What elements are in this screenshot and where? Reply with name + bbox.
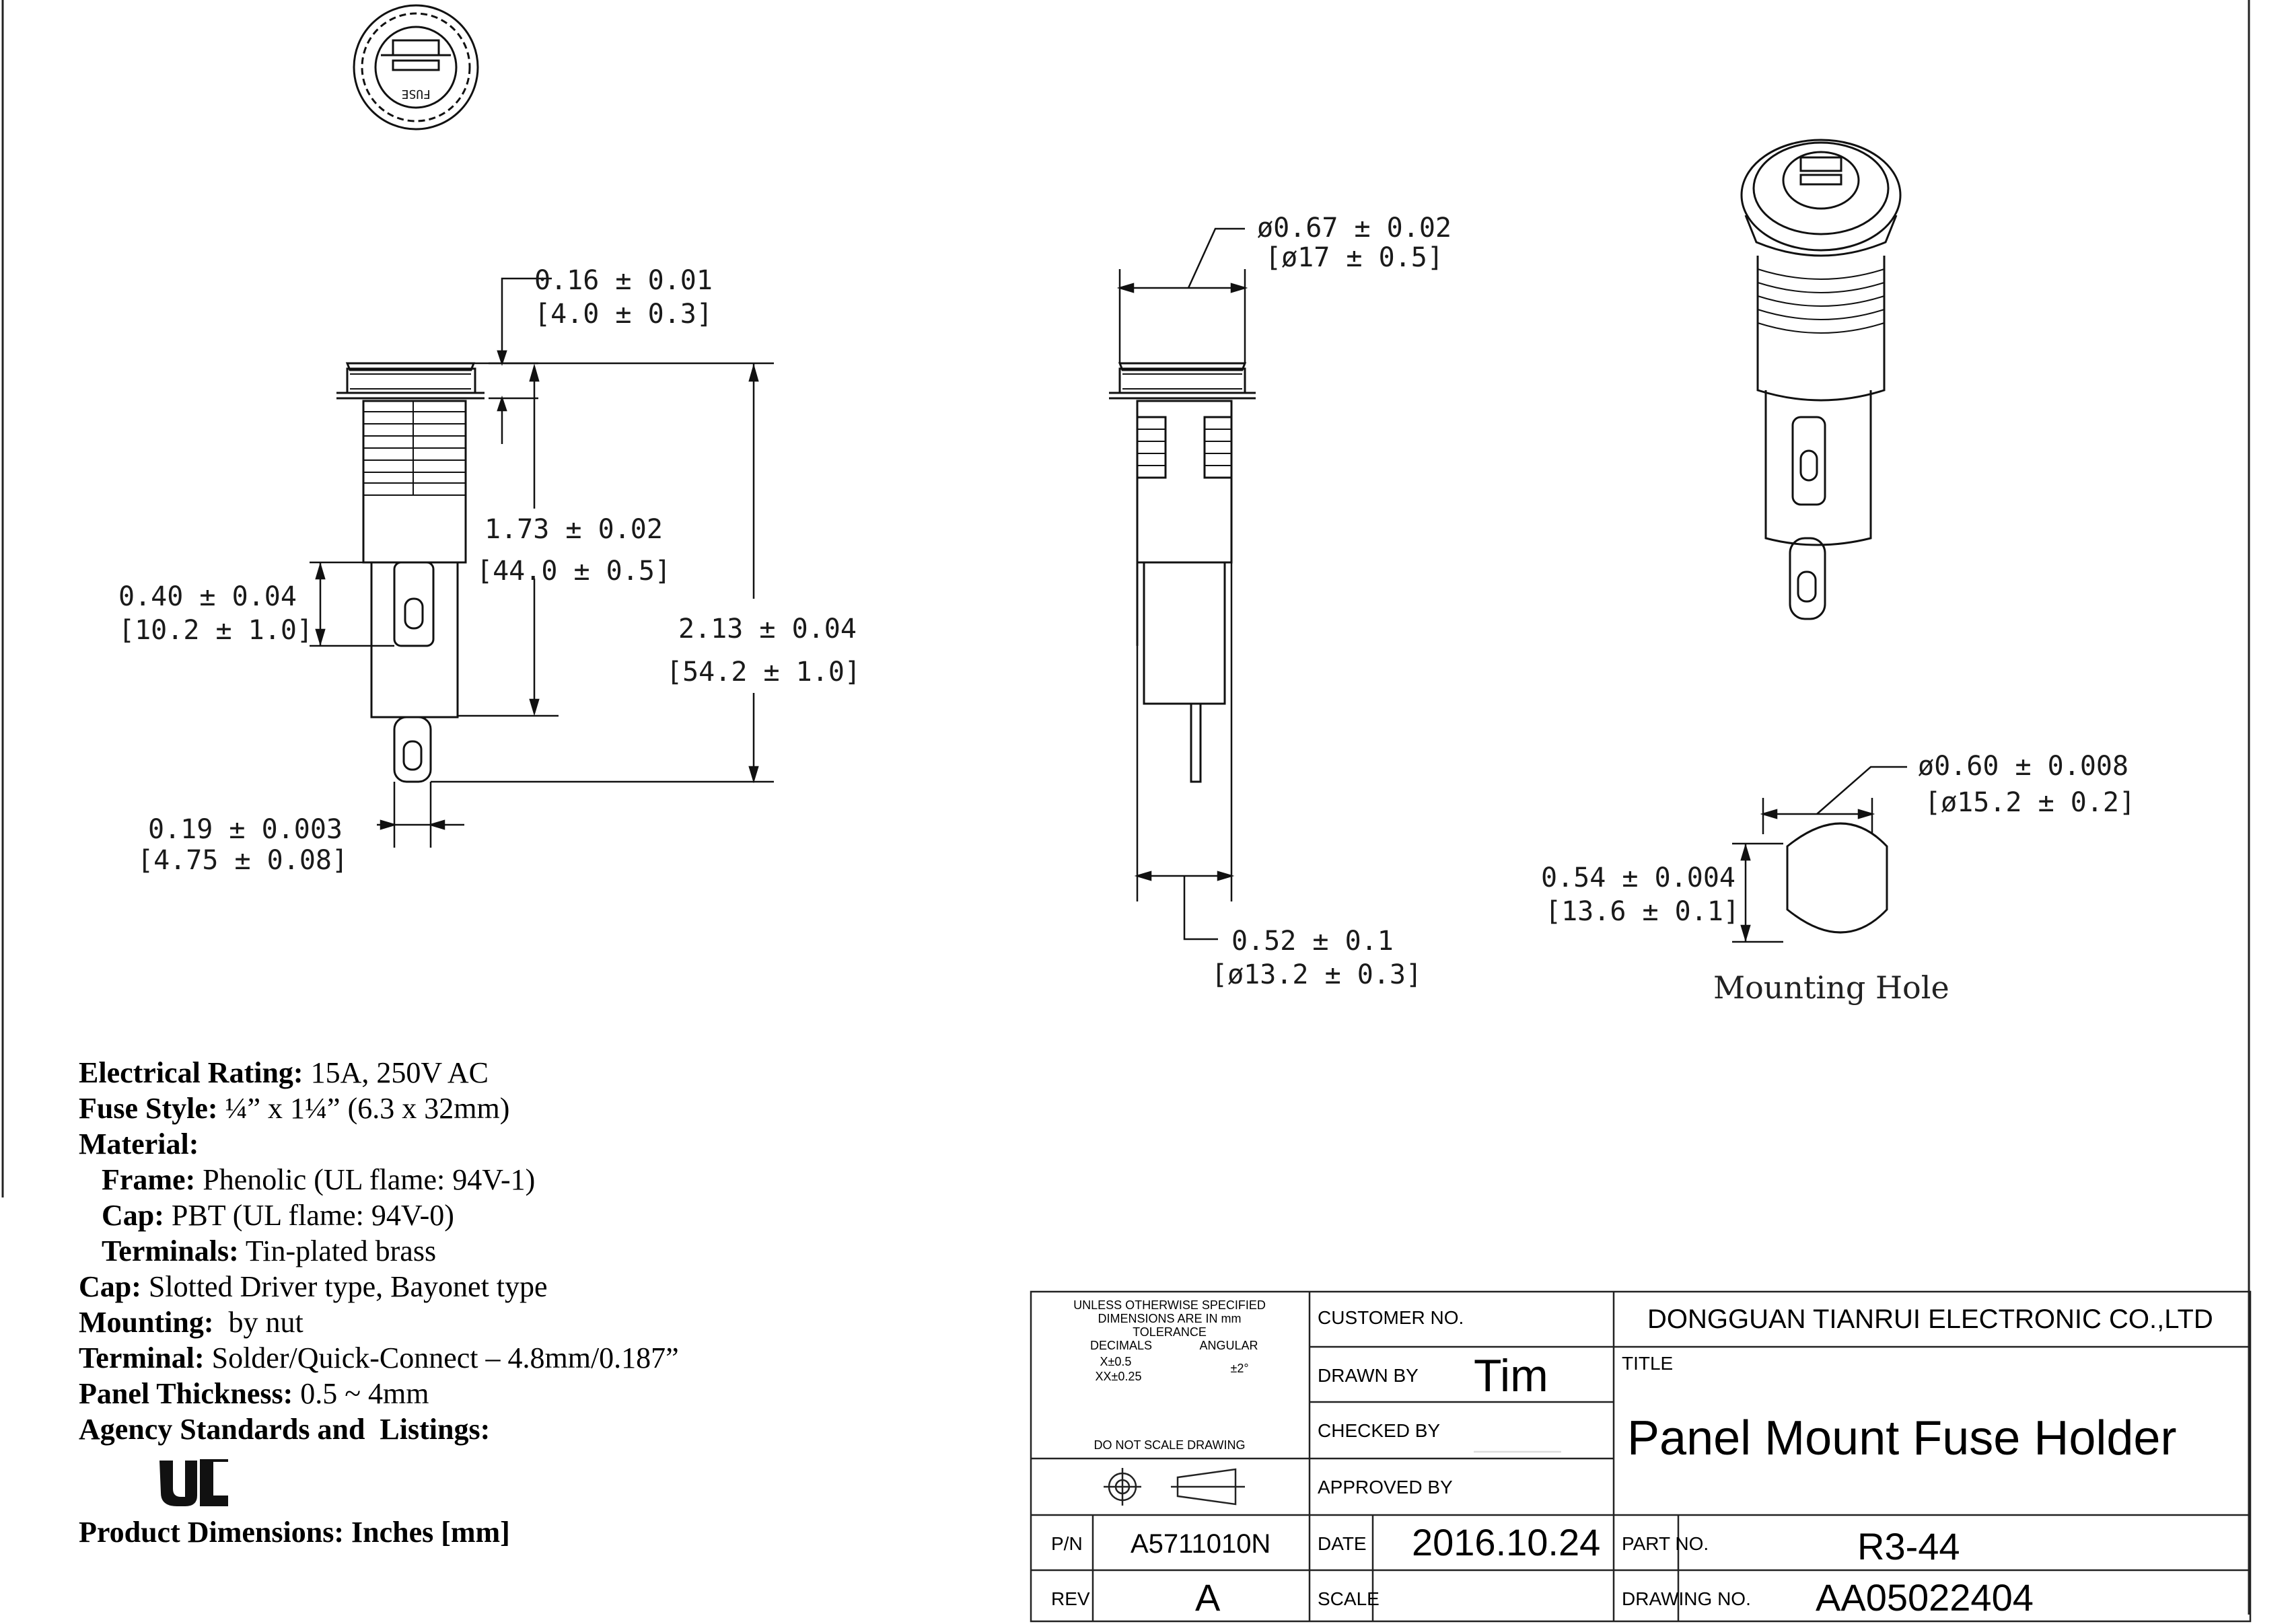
pn-value: A5711010N <box>1131 1529 1270 1559</box>
cap-fuse-label: FUSE <box>402 87 431 101</box>
spec-label: Mounting: <box>79 1306 214 1339</box>
spec-value: ¼” x 1¼” (6.3 x 32mm) <box>217 1092 510 1125</box>
dim-body-length-mm: [44.0 ± 0.5] <box>476 556 671 587</box>
spec-label: Cap: <box>79 1270 141 1303</box>
spec-frame: Frame: Phenolic (UL flame: 94V-1) <box>79 1162 679 1197</box>
product-dimensions-note: Product Dimensions: Inches [mm] <box>79 1514 679 1550</box>
decimals-label: DECIMALS <box>1090 1339 1152 1352</box>
spec-cap-type: Cap: Slotted Driver type, Bayonet type <box>79 1269 679 1304</box>
drawing-no-value: AA05022404 <box>1816 1576 2034 1619</box>
spec-mounting: Mounting: by nut <box>79 1304 679 1340</box>
company-name: DONGGUAN TIANRUI ELECTRONIC CO.,LTD <box>1647 1304 2213 1334</box>
date-label: DATE <box>1318 1533 1367 1554</box>
spec-cap-material: Cap: PBT (UL flame: 94V-0) <box>79 1197 679 1233</box>
angular-label: ANGULAR <box>1199 1339 1258 1352</box>
ul-recognized-logo <box>159 1459 228 1506</box>
spec-agency-standards: Agency Standards and Listings: <box>79 1411 679 1447</box>
scale-label: SCALE <box>1318 1588 1380 1609</box>
dim-body-width-mm: [ø13.2 ± 0.3] <box>1211 959 1422 990</box>
spec-label: Fuse Style: <box>79 1092 218 1125</box>
dim-overall-length-in: 2.13 ± 0.04 <box>678 614 857 644</box>
spec-value: PBT (UL flame: 94V-0) <box>164 1199 454 1232</box>
specifications: Electrical Rating: 15A, 250V AC Fuse Sty… <box>79 1055 679 1550</box>
dim-hole-diameter-mm: [ø15.2 ± 0.2] <box>1925 787 2135 818</box>
spec-label: Frame: <box>102 1163 196 1196</box>
spec-material: Material: <box>79 1126 679 1162</box>
spec-label: Agency Standards and Listings: <box>79 1413 491 1446</box>
tolerance-line-2: DIMENSIONS ARE IN mm <box>1098 1312 1241 1325</box>
rev-value: A <box>1195 1576 1221 1619</box>
customer-no-label: CUSTOMER NO. <box>1318 1307 1464 1328</box>
dim-terminal-offset-mm: [10.2 ± 1.0] <box>118 615 313 646</box>
front-view <box>336 362 485 783</box>
spec-label: Material: <box>79 1128 199 1160</box>
dim-body-width-in: 0.52 ± 0.1 <box>1231 926 1394 957</box>
title-value: Panel Mount Fuse Holder <box>1627 1411 2176 1465</box>
sheet-border <box>1 0 2250 1615</box>
tolerance-note: UNLESS OTHERWISE SPECIFIED DIMENSIONS AR… <box>1073 1298 1266 1452</box>
spec-fuse-style: Fuse Style: ¼” x 1¼” (6.3 x 32mm) <box>79 1091 679 1126</box>
spec-panel-thickness: Panel Thickness: 0.5 ~ 4mm <box>79 1376 679 1411</box>
title-block <box>1030 1290 2252 1623</box>
xx-tolerance: XX±0.25 <box>1096 1370 1142 1383</box>
title-block-fields: CUSTOMER NO. DRAWN BY Tim CHECKED BY APP… <box>1051 1304 2213 1619</box>
side-view <box>1109 362 1256 783</box>
spec-terminal: Terminal: Solder/Quick-Connect – 4.8mm/0… <box>79 1340 679 1376</box>
part-no-label: PART NO. <box>1622 1533 1709 1554</box>
product-dimensions-text: Product Dimensions: Inches [mm] <box>79 1516 510 1549</box>
tolerance-line-1: UNLESS OTHERWISE SPECIFIED <box>1073 1298 1266 1312</box>
side-view-dimensions <box>1116 227 1248 940</box>
spec-value: Tin-plated brass <box>238 1234 437 1267</box>
dim-cap-height-in: 0.16 ± 0.01 <box>534 265 713 296</box>
dim-body-length-in: 1.73 ± 0.02 <box>485 514 663 545</box>
date-value: 2016.10.24 <box>1412 1521 1600 1563</box>
spec-label: Cap: <box>102 1199 164 1232</box>
dim-hole-flat-mm: [13.6 ± 0.1] <box>1545 896 1740 927</box>
part-no-value: R3-44 <box>1857 1525 1960 1567</box>
spec-value: by nut <box>213 1306 303 1339</box>
checked-by-label: CHECKED BY <box>1318 1420 1440 1441</box>
cap-top-view: FUSE <box>353 4 479 131</box>
spec-label: Terminals: <box>102 1234 239 1267</box>
no-scale-note: DO NOT SCALE DRAWING <box>1094 1438 1245 1452</box>
spec-value: Slotted Driver type, Bayonet type <box>141 1270 548 1303</box>
drawn-by-value: Tim <box>1474 1350 1548 1401</box>
spec-label: Panel Thickness: <box>79 1377 293 1410</box>
spec-value: Phenolic (UL flame: 94V-1) <box>195 1163 536 1196</box>
tolerance-line-3: TOLERANCE <box>1133 1325 1207 1339</box>
dim-cap-diameter-mm: [ø17 ± 0.5] <box>1265 242 1443 273</box>
spec-value: Solder/Quick-Connect – 4.8mm/0.187” <box>204 1341 679 1374</box>
dim-hole-diameter-in: ø0.60 ± 0.008 <box>1918 751 2128 782</box>
spec-terminals-material: Terminals: Tin-plated brass <box>79 1233 679 1269</box>
spec-label: Terminal: <box>79 1341 205 1374</box>
mounting-hole-dimensions <box>1732 766 1907 943</box>
dim-hole-flat-in: 0.54 ± 0.004 <box>1541 862 1735 893</box>
title-label: TITLE <box>1622 1353 1673 1374</box>
rev-label: REV <box>1051 1588 1090 1609</box>
mounting-hole-view <box>1786 822 1888 934</box>
dim-terminal-width-mm: [4.75 ± 0.08] <box>137 845 348 876</box>
pn-label: P/N <box>1051 1533 1083 1554</box>
dim-overall-length-mm: [54.2 ± 1.0] <box>666 657 861 688</box>
angular-tolerance: ±2° <box>1230 1362 1248 1375</box>
drawing-no-label: DRAWING NO. <box>1622 1588 1751 1609</box>
spec-electrical-rating: Electrical Rating: 15A, 250V AC <box>79 1055 679 1091</box>
spec-label: Electrical Rating: <box>79 1056 303 1089</box>
dim-terminal-width-in: 0.19 ± 0.003 <box>148 814 343 845</box>
drawn-by-label: DRAWN BY <box>1318 1365 1419 1386</box>
dim-terminal-offset-in: 0.40 ± 0.04 <box>118 581 297 612</box>
spec-value: 0.5 ~ 4mm <box>293 1377 429 1410</box>
dim-cap-diameter-in: ø0.67 ± 0.02 <box>1257 213 1452 244</box>
approved-by-label: APPROVED BY <box>1318 1477 1453 1498</box>
front-view-dimensions <box>310 277 774 848</box>
x-tolerance: X±0.5 <box>1100 1355 1132 1368</box>
spec-value: 15A, 250V AC <box>303 1056 489 1089</box>
dim-cap-height-mm: [4.0 ± 0.3] <box>534 299 713 330</box>
isometric-view <box>1740 139 1902 620</box>
mounting-hole-caption: Mounting Hole <box>1713 969 1949 1006</box>
